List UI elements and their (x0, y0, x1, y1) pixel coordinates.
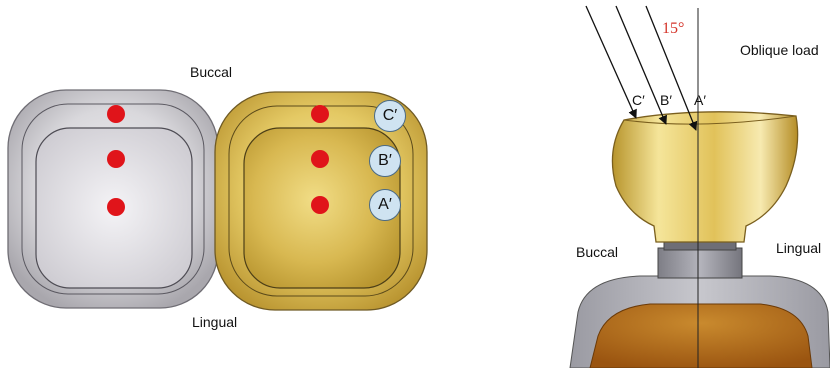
buccal-label-right: Buccal (576, 244, 618, 260)
marker-a: A′ (369, 189, 401, 221)
crown-section (612, 112, 797, 242)
load-arrow-c (586, 6, 636, 118)
marker-b: B′ (369, 145, 401, 177)
load-point (107, 198, 125, 216)
arrow-label-c: C′ (632, 92, 645, 108)
lingual-label-left: Lingual (192, 314, 237, 330)
angle-label: 15° (662, 20, 684, 38)
load-point (311, 105, 329, 123)
lingual-label-right: Lingual (776, 240, 821, 256)
arrow-label-a: A′ (694, 92, 706, 108)
load-point (107, 105, 125, 123)
dentin-core (590, 304, 812, 368)
abutment (658, 240, 742, 278)
bone-section (570, 276, 830, 368)
load-point (311, 196, 329, 214)
load-point (107, 150, 125, 168)
arrow-label-b: B′ (660, 92, 672, 108)
oblique-load-label: Oblique load (740, 42, 819, 58)
marker-c: C′ (374, 100, 406, 132)
load-point (311, 150, 329, 168)
buccal-label-left: Buccal (190, 64, 232, 80)
